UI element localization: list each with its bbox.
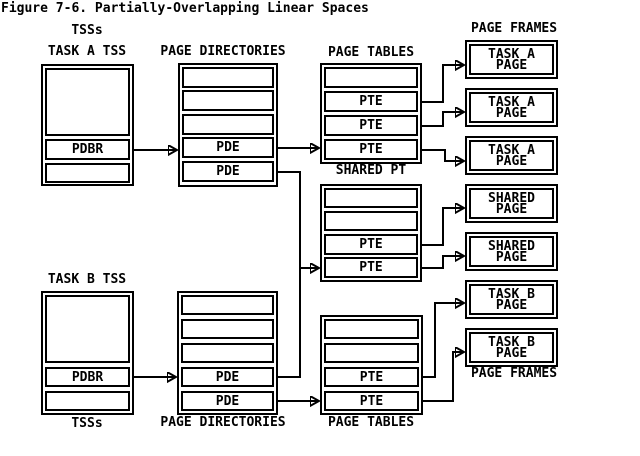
page-frame-shared-2: SHARED PAGE xyxy=(465,232,558,271)
page-frame-task-b-1-inner: TASK B PAGE xyxy=(469,284,554,315)
task-a-pdbr-cell: PDBR xyxy=(45,139,130,160)
label-page-directories-bottom: PAGE DIRECTORIES xyxy=(160,415,286,430)
shared-pt-empty-cell-1 xyxy=(324,188,418,208)
pd-b-empty-cell-1 xyxy=(181,295,274,315)
page-frame-task-b-2: TASK B PAGE xyxy=(465,328,558,367)
pt-a-pte-cell-1: PTE xyxy=(324,91,418,112)
frame-text: TASK A xyxy=(488,94,535,110)
frame-text: PAGE xyxy=(495,201,528,217)
frame-text: SHARED xyxy=(488,238,535,254)
frame-text: PAGE xyxy=(495,105,528,121)
pt-b-empty-cell-1 xyxy=(324,319,419,339)
page-table-b-box: PTE PTE xyxy=(320,315,423,415)
frame-text: TASK B xyxy=(488,334,535,350)
page-frame-task-b-1: TASK B PAGE xyxy=(465,280,558,319)
shared-pt-empty-cell-2 xyxy=(324,211,418,231)
page-frame-task-a-1: TASK A PAGE xyxy=(465,40,558,79)
wire-pde2-a-and-pde1-b-trunk xyxy=(278,171,301,378)
label-shared-pt: SHARED PT xyxy=(335,163,407,178)
pd-b-empty-cell-3 xyxy=(181,343,274,363)
label-page-frames-bottom: PAGE FRAMES xyxy=(470,366,558,381)
page-frame-task-a-1-inner: TASK A PAGE xyxy=(469,44,554,75)
label-page-tables-bottom: PAGE TABLES xyxy=(327,415,415,430)
frame-text: PAGE xyxy=(495,345,528,361)
frame-text: PAGE xyxy=(495,249,528,265)
wire-pte1-b-to-frame6 xyxy=(423,303,463,378)
pt-b-pte-cell-2: PTE xyxy=(324,391,419,411)
wire-pte3-a-to-frame3 xyxy=(422,149,463,161)
label-tsss-top: TSSs xyxy=(71,23,103,38)
page-frame-task-b-2-inner: TASK B PAGE xyxy=(469,332,554,363)
page-frame-shared-1: SHARED PAGE xyxy=(465,184,558,223)
shared-pt-pte-cell-1: PTE xyxy=(324,234,418,255)
frame-text: PAGE xyxy=(495,297,528,313)
wire-pte2-b-to-frame7 xyxy=(423,352,463,402)
pt-b-pte-cell-1: PTE xyxy=(324,367,419,387)
label-page-tables-top: PAGE TABLES xyxy=(327,45,415,60)
pt-b-empty-cell-2 xyxy=(324,343,419,363)
shared-pt-pte-cell-2: PTE xyxy=(324,257,418,278)
task-b-tss-state-cell xyxy=(45,295,130,363)
frame-text: PAGE xyxy=(495,153,528,169)
pt-a-pte-cell-3: PTE xyxy=(324,139,418,160)
pd-a-pde-cell-1: PDE xyxy=(182,137,274,158)
wire-shared-pte1-to-frame4 xyxy=(422,208,463,246)
pd-a-pde-cell-2: PDE xyxy=(182,161,274,182)
figure-title: Figure 7-6. Partially-Overlapping Linear… xyxy=(1,1,369,16)
task-b-tss-empty-cell xyxy=(45,391,130,411)
label-task-a-tss: TASK A TSS xyxy=(47,44,127,59)
label-page-directories-top: PAGE DIRECTORIES xyxy=(160,44,286,59)
label-page-frames-top: PAGE FRAMES xyxy=(470,21,558,36)
task-a-tss-box: PDBR xyxy=(41,64,134,186)
frame-text: TASK B xyxy=(488,286,535,302)
frame-text: TASK A xyxy=(488,46,535,62)
label-task-b-tss: TASK B TSS xyxy=(47,272,127,287)
page-frame-task-a-2-inner: TASK A PAGE xyxy=(469,92,554,123)
page-frame-task-a-2: TASK A PAGE xyxy=(465,88,558,127)
task-b-tss-box: PDBR xyxy=(41,291,134,415)
wire-shared-pte2-to-frame5 xyxy=(422,256,463,269)
pd-b-empty-cell-2 xyxy=(181,319,274,339)
page-frame-task-a-3: TASK A PAGE xyxy=(465,136,558,175)
page-directory-b-box: PDE PDE xyxy=(177,291,278,415)
pd-b-pde-cell-1: PDE xyxy=(181,367,274,387)
frame-text: PAGE xyxy=(495,57,528,73)
pt-a-empty-cell xyxy=(324,67,418,88)
page-frame-task-a-3-inner: TASK A PAGE xyxy=(469,140,554,171)
task-b-pdbr-cell: PDBR xyxy=(45,367,130,387)
page-table-a-box: PTE PTE PTE xyxy=(320,63,422,164)
shared-pt-box: PTE PTE xyxy=(320,184,422,282)
pd-b-pde-cell-2: PDE xyxy=(181,391,274,411)
wire-pte1-a-to-frame1 xyxy=(422,65,463,103)
pt-a-pte-cell-2: PTE xyxy=(324,115,418,136)
pd-a-empty-cell-2 xyxy=(182,90,274,111)
frame-text: TASK A xyxy=(488,142,535,158)
label-tsss-bottom: TSSs xyxy=(71,416,103,431)
page-directory-a-box: PDE PDE xyxy=(178,63,278,187)
wire-pte2-a-to-frame2 xyxy=(422,112,463,127)
pd-a-empty-cell-3 xyxy=(182,114,274,135)
page-frame-shared-2-inner: SHARED PAGE xyxy=(469,236,554,267)
task-a-tss-state-cell xyxy=(45,68,130,136)
task-a-tss-empty-cell xyxy=(45,163,130,183)
pd-a-empty-cell-1 xyxy=(182,67,274,88)
frame-text: SHARED xyxy=(488,190,535,206)
page-frame-shared-1-inner: SHARED PAGE xyxy=(469,188,554,219)
